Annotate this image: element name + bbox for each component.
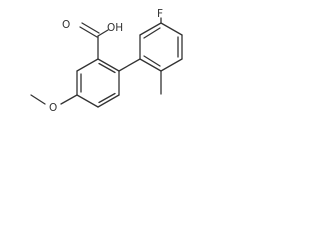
chemical-structure-diagram: OH O O F — [30, 8, 183, 114]
bond-b5-b6 — [139, 22, 162, 36]
bond-b2-b3 — [160, 58, 183, 72]
bond-a3-a4-inner — [98, 92, 116, 104]
bond-a6-a1 — [76, 58, 99, 72]
bond-a3-a4 — [97, 94, 120, 108]
carbonyl-oxygen-label: O — [62, 19, 70, 31]
bond-b1-b2-inner — [143, 55, 161, 67]
fluorine-label: F — [157, 8, 163, 20]
bond-carbonyl-2 — [81, 22, 100, 34]
methoxy-oxygen-label: O — [49, 102, 57, 114]
bond-carbonyl-1 — [79, 26, 98, 38]
bond-biaryl — [118, 58, 141, 72]
bond-a1-a2 — [97, 58, 120, 72]
bond-b4-b5 — [160, 22, 183, 36]
bond-methoxy-methyl — [30, 94, 46, 105]
hydroxyl-label: OH — [107, 22, 123, 34]
bond-a1-a2-inner — [98, 62, 116, 74]
bond-b5-b6-inner — [143, 27, 161, 39]
bond-ring-methoxy-o — [60, 94, 78, 105]
bond-b1-b2 — [139, 58, 162, 72]
bond-a4-a5 — [76, 94, 99, 108]
bond-carboxyl-oh — [97, 29, 109, 37]
